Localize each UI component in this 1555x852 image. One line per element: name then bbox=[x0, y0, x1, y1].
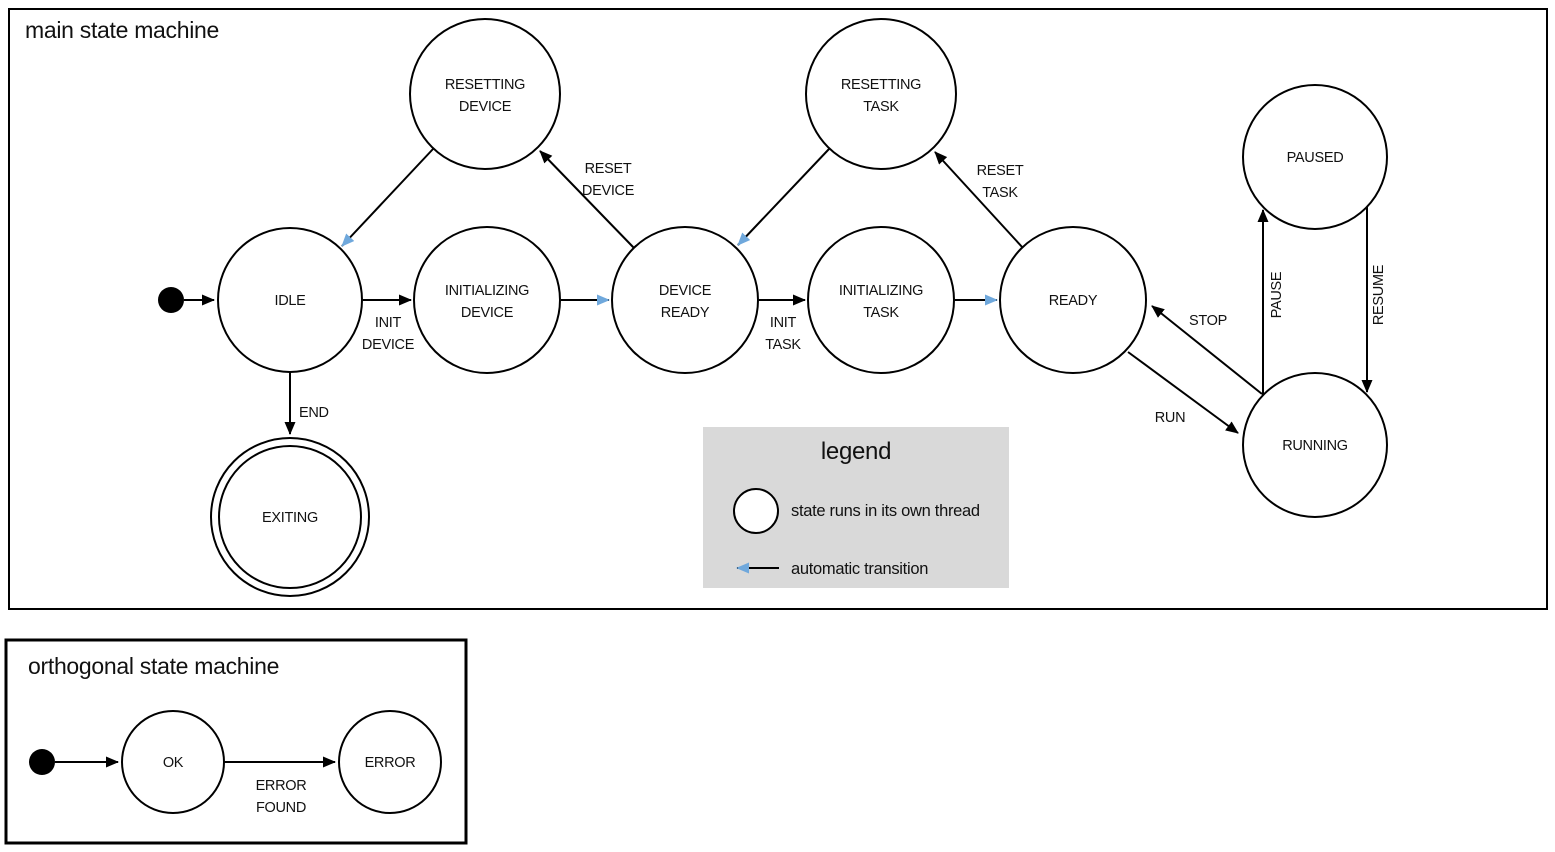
transition-stop-label: STOP bbox=[1189, 313, 1227, 329]
state-resetting-device-label: RESETTING bbox=[445, 77, 525, 93]
initial-state-dot bbox=[158, 287, 184, 313]
state-resetting-task bbox=[805, 18, 957, 170]
transition-auto-resetting-task-to-device-ready bbox=[737, 148, 830, 246]
state-initializing-task-label: INITIALIZING bbox=[839, 283, 923, 299]
transition-run bbox=[1127, 351, 1239, 434]
transition-reset-task-label: TASK bbox=[982, 185, 1018, 201]
transition-init-task-label: INIT bbox=[770, 315, 797, 331]
transition-run-label: RUN bbox=[1155, 410, 1186, 426]
state-initializing-device bbox=[413, 226, 561, 374]
state-device-ready-label: READY bbox=[661, 305, 710, 321]
state-device-ready bbox=[611, 226, 759, 374]
state-ready bbox=[999, 226, 1147, 374]
main-machine-frame bbox=[8, 8, 1548, 610]
state-initializing-task-label: TASK bbox=[863, 305, 899, 321]
state-error-label: ERROR bbox=[365, 755, 416, 771]
state-device-ready-label: DEVICE bbox=[659, 283, 712, 299]
state-ready-label: READY bbox=[1049, 293, 1098, 309]
state-running-label: RUNNING bbox=[1282, 438, 1348, 454]
legend-title: legend bbox=[821, 438, 891, 465]
transition-init-device-label: DEVICE bbox=[362, 337, 415, 353]
orthogonal-machine-title: orthogonal state machine bbox=[28, 653, 279, 679]
state-paused bbox=[1242, 84, 1388, 230]
transition-reset-task bbox=[934, 151, 1024, 249]
state-initializing-device-label: INITIALIZING bbox=[445, 283, 529, 299]
transition-reset-device-label: RESET bbox=[585, 161, 632, 177]
state-ok bbox=[121, 710, 225, 814]
state-resetting-device-label: DEVICE bbox=[459, 99, 512, 115]
legend-thread-state-icon bbox=[733, 488, 779, 534]
state-paused-label: PAUSED bbox=[1287, 150, 1344, 166]
state-idle bbox=[217, 227, 363, 373]
state-error bbox=[338, 710, 442, 814]
transition-auto-resetting-device-to-idle bbox=[341, 148, 434, 247]
state-resetting-device bbox=[409, 18, 561, 170]
transition-error-found-label: ERROR bbox=[256, 778, 307, 794]
state-resetting-task-label: RESETTING bbox=[841, 77, 921, 93]
state-initializing-task bbox=[807, 226, 955, 374]
transition-pause-label: PAUSE bbox=[1269, 271, 1285, 318]
transition-stop bbox=[1151, 305, 1263, 395]
state-running bbox=[1242, 372, 1388, 518]
state-exiting-label: EXITING bbox=[262, 510, 318, 526]
transition-resume-label: RESUME bbox=[1371, 264, 1387, 325]
state-exiting bbox=[218, 445, 362, 589]
state-initializing-device-label: DEVICE bbox=[461, 305, 514, 321]
transition-init-device-label: INIT bbox=[375, 315, 402, 331]
main-machine-title: main state machine bbox=[25, 17, 219, 43]
transition-end-label: END bbox=[299, 405, 329, 421]
legend-thread-state-label: state runs in its own thread bbox=[791, 502, 980, 520]
state-ok-label: OK bbox=[163, 755, 184, 771]
transition-init-task-label: TASK bbox=[765, 337, 801, 353]
transition-error-found-label: FOUND bbox=[256, 800, 306, 816]
state-resetting-task-label: TASK bbox=[863, 99, 899, 115]
transition-reset-device-label: DEVICE bbox=[582, 183, 635, 199]
orthogonal-initial-state-dot bbox=[29, 749, 55, 775]
orthogonal-machine-frame bbox=[4, 638, 468, 845]
state-idle-label: IDLE bbox=[274, 293, 306, 309]
transition-reset-task-label: RESET bbox=[977, 163, 1024, 179]
legend-automatic-transition-label: automatic transition bbox=[791, 560, 928, 578]
transition-reset-device bbox=[539, 150, 635, 249]
